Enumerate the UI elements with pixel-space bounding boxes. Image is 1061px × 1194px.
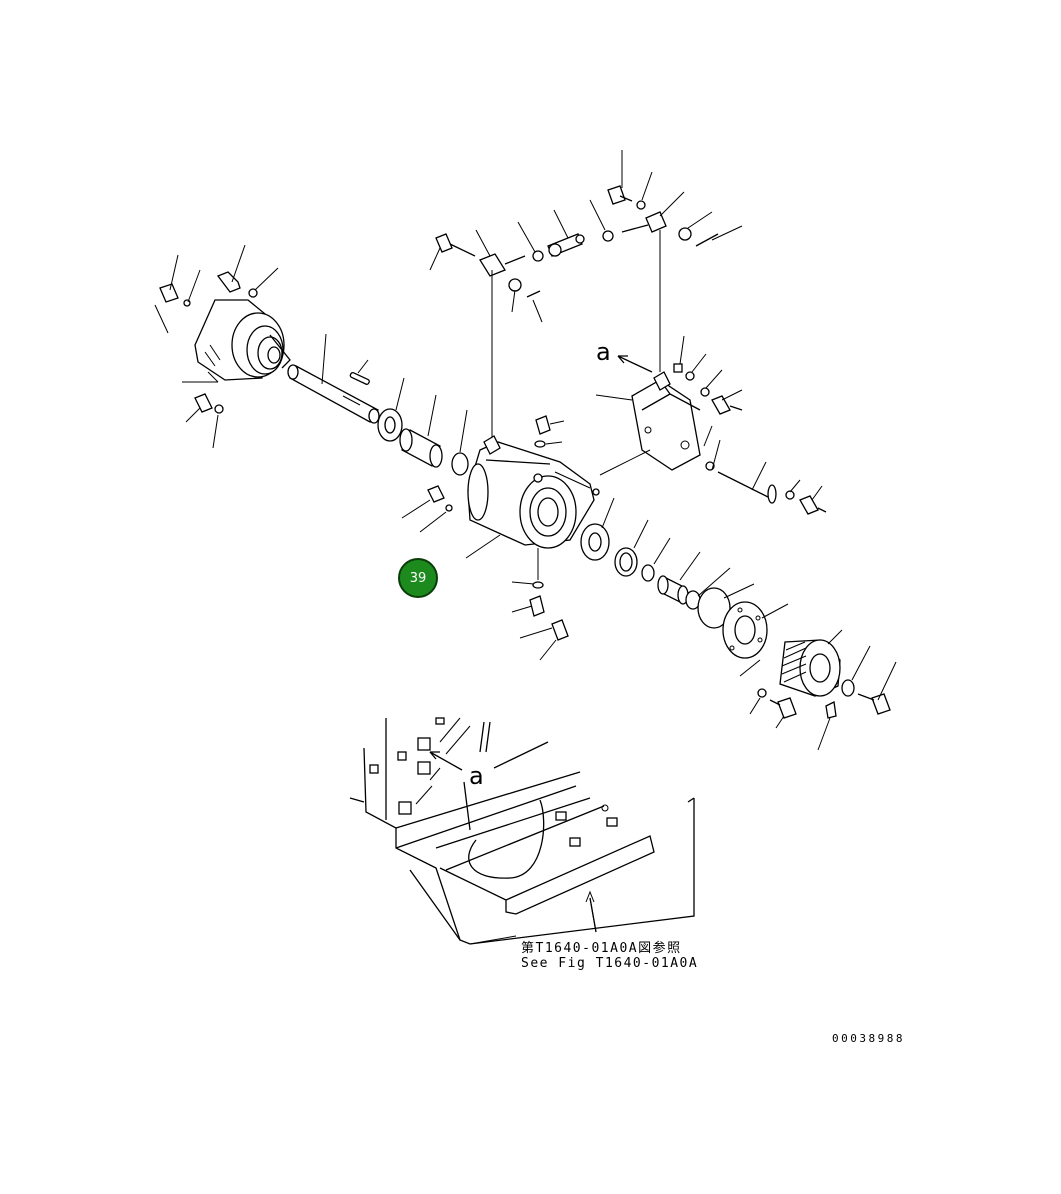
main-housing (465, 435, 600, 559)
bearing-2 (580, 497, 615, 561)
sleeve (399, 394, 469, 476)
machine-frame (349, 717, 695, 945)
figure-reference-jp: 第T1640-01A0A図参照 (521, 941, 682, 956)
bracket (595, 371, 701, 476)
flange-plate (722, 601, 789, 677)
bracket-fasteners (673, 335, 827, 515)
shaft (287, 333, 380, 424)
callout-39-button[interactable]: 39 (398, 558, 438, 598)
pump-assembly (194, 299, 291, 381)
view-marker-a-bottom: a (469, 762, 484, 790)
linkage-leader-lines (429, 150, 743, 323)
bearing (377, 377, 405, 442)
frame-fasteners (415, 717, 597, 945)
view-a-arrow-bottom (429, 751, 463, 771)
linkage-rod-assembly (435, 185, 719, 440)
pin (349, 359, 370, 385)
figure-reference-en: See Fig T1640-01A0A (521, 956, 699, 971)
pump-leader-lines (154, 244, 279, 449)
pulley-fasteners (749, 645, 897, 751)
view-marker-a-top: a (596, 338, 611, 366)
o-ring (697, 583, 755, 629)
seal-ring (614, 519, 671, 582)
housing-fasteners (401, 415, 569, 661)
pulley (779, 629, 843, 697)
view-a-arrow-top (617, 355, 653, 373)
drawing-number: 00038988 (832, 1032, 905, 1045)
